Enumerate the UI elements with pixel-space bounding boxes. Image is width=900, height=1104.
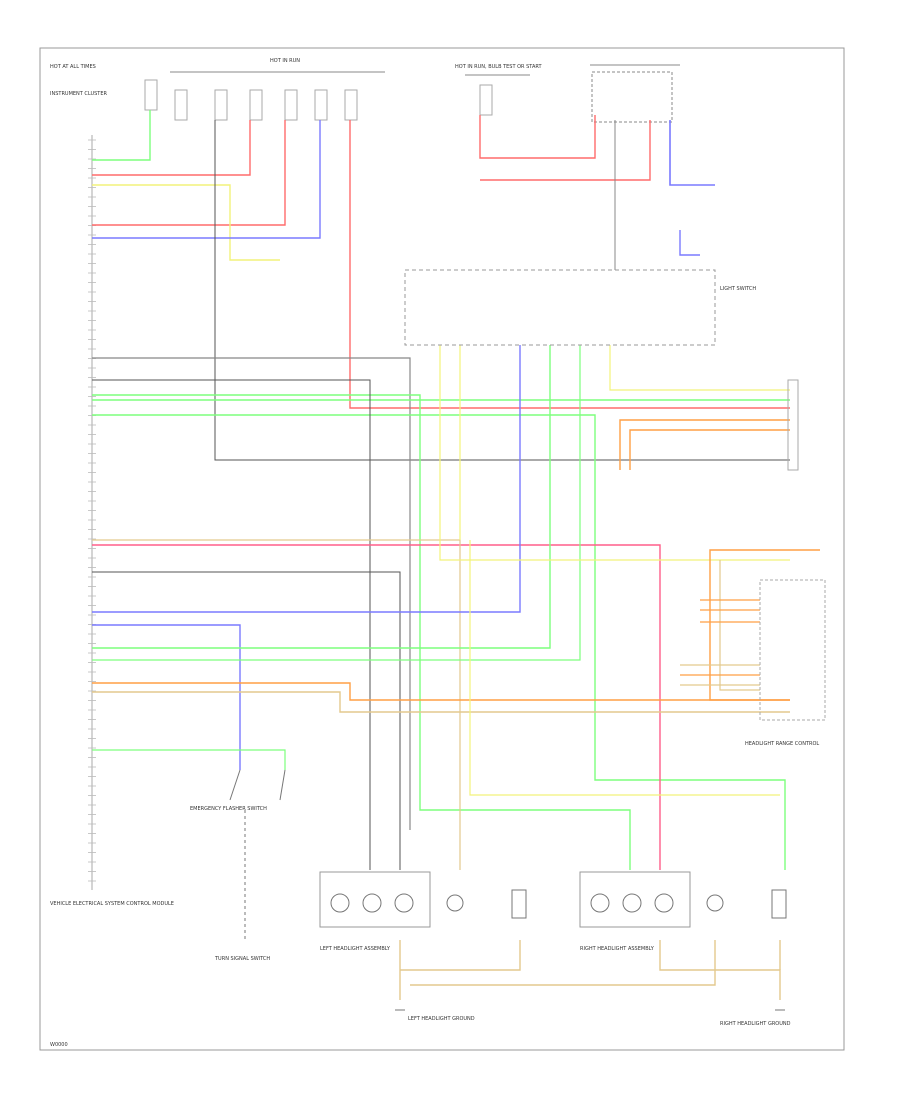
label-left-headlight: LEFT HEADLIGHT ASSEMBLY [320, 946, 391, 952]
fuse-group [144, 79, 493, 121]
label-right-headlight: RIGHT HEADLIGHT ASSEMBLY [580, 946, 655, 952]
flasher-switch-blade-2-icon [279, 769, 286, 801]
wire-red-relay-2 [480, 120, 651, 181]
label-turn-signal-switch: TURN SIGNAL SWITCH [214, 956, 270, 962]
wire-yellow-2 [439, 345, 790, 561]
fuse-2 [174, 89, 188, 121]
fog-lights [446, 889, 787, 919]
wire-gray-2 [92, 357, 411, 830]
right-side-lamp-icon [706, 894, 724, 912]
wires [92, 110, 820, 1000]
wire-green-5 [92, 345, 551, 649]
page-border [39, 47, 845, 1051]
label-ground-left: LEFT HEADLIGHT GROUND [408, 1016, 475, 1022]
fuse-7 [344, 89, 358, 121]
wire-black-2 [92, 379, 371, 870]
wire-red-long [349, 120, 790, 409]
wire-blue-3 [92, 624, 241, 770]
wire-red-1 [92, 120, 251, 176]
fuse-1 [144, 79, 158, 111]
label-emergency-flasher: EMERGENCY FLASHER SWITCH [190, 806, 267, 812]
left-bulb-3-icon [394, 893, 414, 913]
wire-red-relay [479, 115, 596, 159]
wire-green-1 [92, 110, 151, 161]
wire-green-6 [92, 345, 581, 661]
wire-orange-2 [619, 419, 790, 470]
wire-pink-1 [92, 544, 661, 870]
label-light-switch: LIGHT SWITCH [720, 286, 756, 292]
wire-tan-2 [92, 691, 790, 713]
wire-tan-ground-left-2 [410, 940, 716, 986]
fuse-3 [214, 89, 228, 121]
left-bulb-1-icon [330, 893, 350, 913]
label-control-module: VEHICLE ELECTRICAL SYSTEM CONTROL MODULE [50, 901, 174, 907]
left-headlight: LEFT HEADLIGHT ASSEMBLY [319, 871, 431, 952]
headlight-range-module [759, 579, 826, 721]
left-bulb-2-icon [362, 893, 382, 913]
ground-symbols: LEFT HEADLIGHT GROUND RIGHT HEADLIGHT GR… [395, 1009, 791, 1027]
fuse-4 [249, 89, 263, 121]
wire-orange-3 [629, 429, 790, 470]
wire-tan-ground-left-3 [400, 940, 521, 971]
label-instrument-cluster: INSTRUMENT CLUSTER [50, 91, 108, 97]
wire-yellow-5 [609, 345, 790, 391]
wire-orange-4 [709, 549, 820, 701]
right-connector [787, 379, 799, 471]
label-range-control: HEADLIGHT RANGE CONTROL [745, 741, 819, 747]
label-hot-at-all-times: HOT AT ALL TIMES [50, 64, 96, 70]
flasher-switch-blade-icon [229, 769, 241, 801]
label-ground-right: RIGHT HEADLIGHT GROUND [720, 1021, 791, 1027]
flasher-switch-area: EMERGENCY FLASHER SWITCH TURN SIGNAL SWI… [190, 769, 286, 962]
wire-black-1 [214, 120, 790, 461]
wire-green-7 [92, 749, 286, 770]
wire-green-4 [92, 414, 786, 870]
wire-orange-1 [92, 682, 790, 701]
wire-blue-relay [669, 120, 715, 186]
fuse-6 [314, 89, 328, 121]
label-hot-in-run: HOT IN RUN [270, 58, 300, 64]
right-bulb-2-icon [622, 893, 642, 913]
light-switch-box [404, 269, 716, 346]
relay-box [591, 71, 673, 123]
wire-tan-3 [719, 560, 760, 691]
wire-blue-small [679, 230, 700, 256]
left-fog-lamp-icon [511, 889, 527, 919]
wire-yellow-4 [469, 540, 780, 796]
left-headlight-box [319, 871, 431, 928]
wire-tan-1 [92, 539, 461, 870]
right-bulb-1-icon [590, 893, 610, 913]
label-hot-run-start: HOT IN RUN, BULB TEST OR START [455, 64, 542, 70]
wire-blue-top [92, 120, 321, 239]
wire-blue-2 [92, 345, 521, 613]
right-headlight: RIGHT HEADLIGHT ASSEMBLY [579, 871, 691, 952]
fuse-5 [284, 89, 298, 121]
label-figure-number: W0000 [50, 1042, 68, 1048]
left-side-lamp-icon [446, 894, 464, 912]
right-fog-lamp-icon [771, 889, 787, 919]
wire-yellow-1 [92, 184, 280, 261]
wire-red-2 [92, 120, 286, 226]
wire-tan-ground-right [659, 940, 781, 1000]
right-headlight-box [579, 871, 691, 928]
fuse-8 [479, 84, 493, 116]
right-bulb-3-icon [654, 893, 674, 913]
wire-green-2 [92, 394, 631, 870]
wire-black-3 [92, 571, 401, 870]
